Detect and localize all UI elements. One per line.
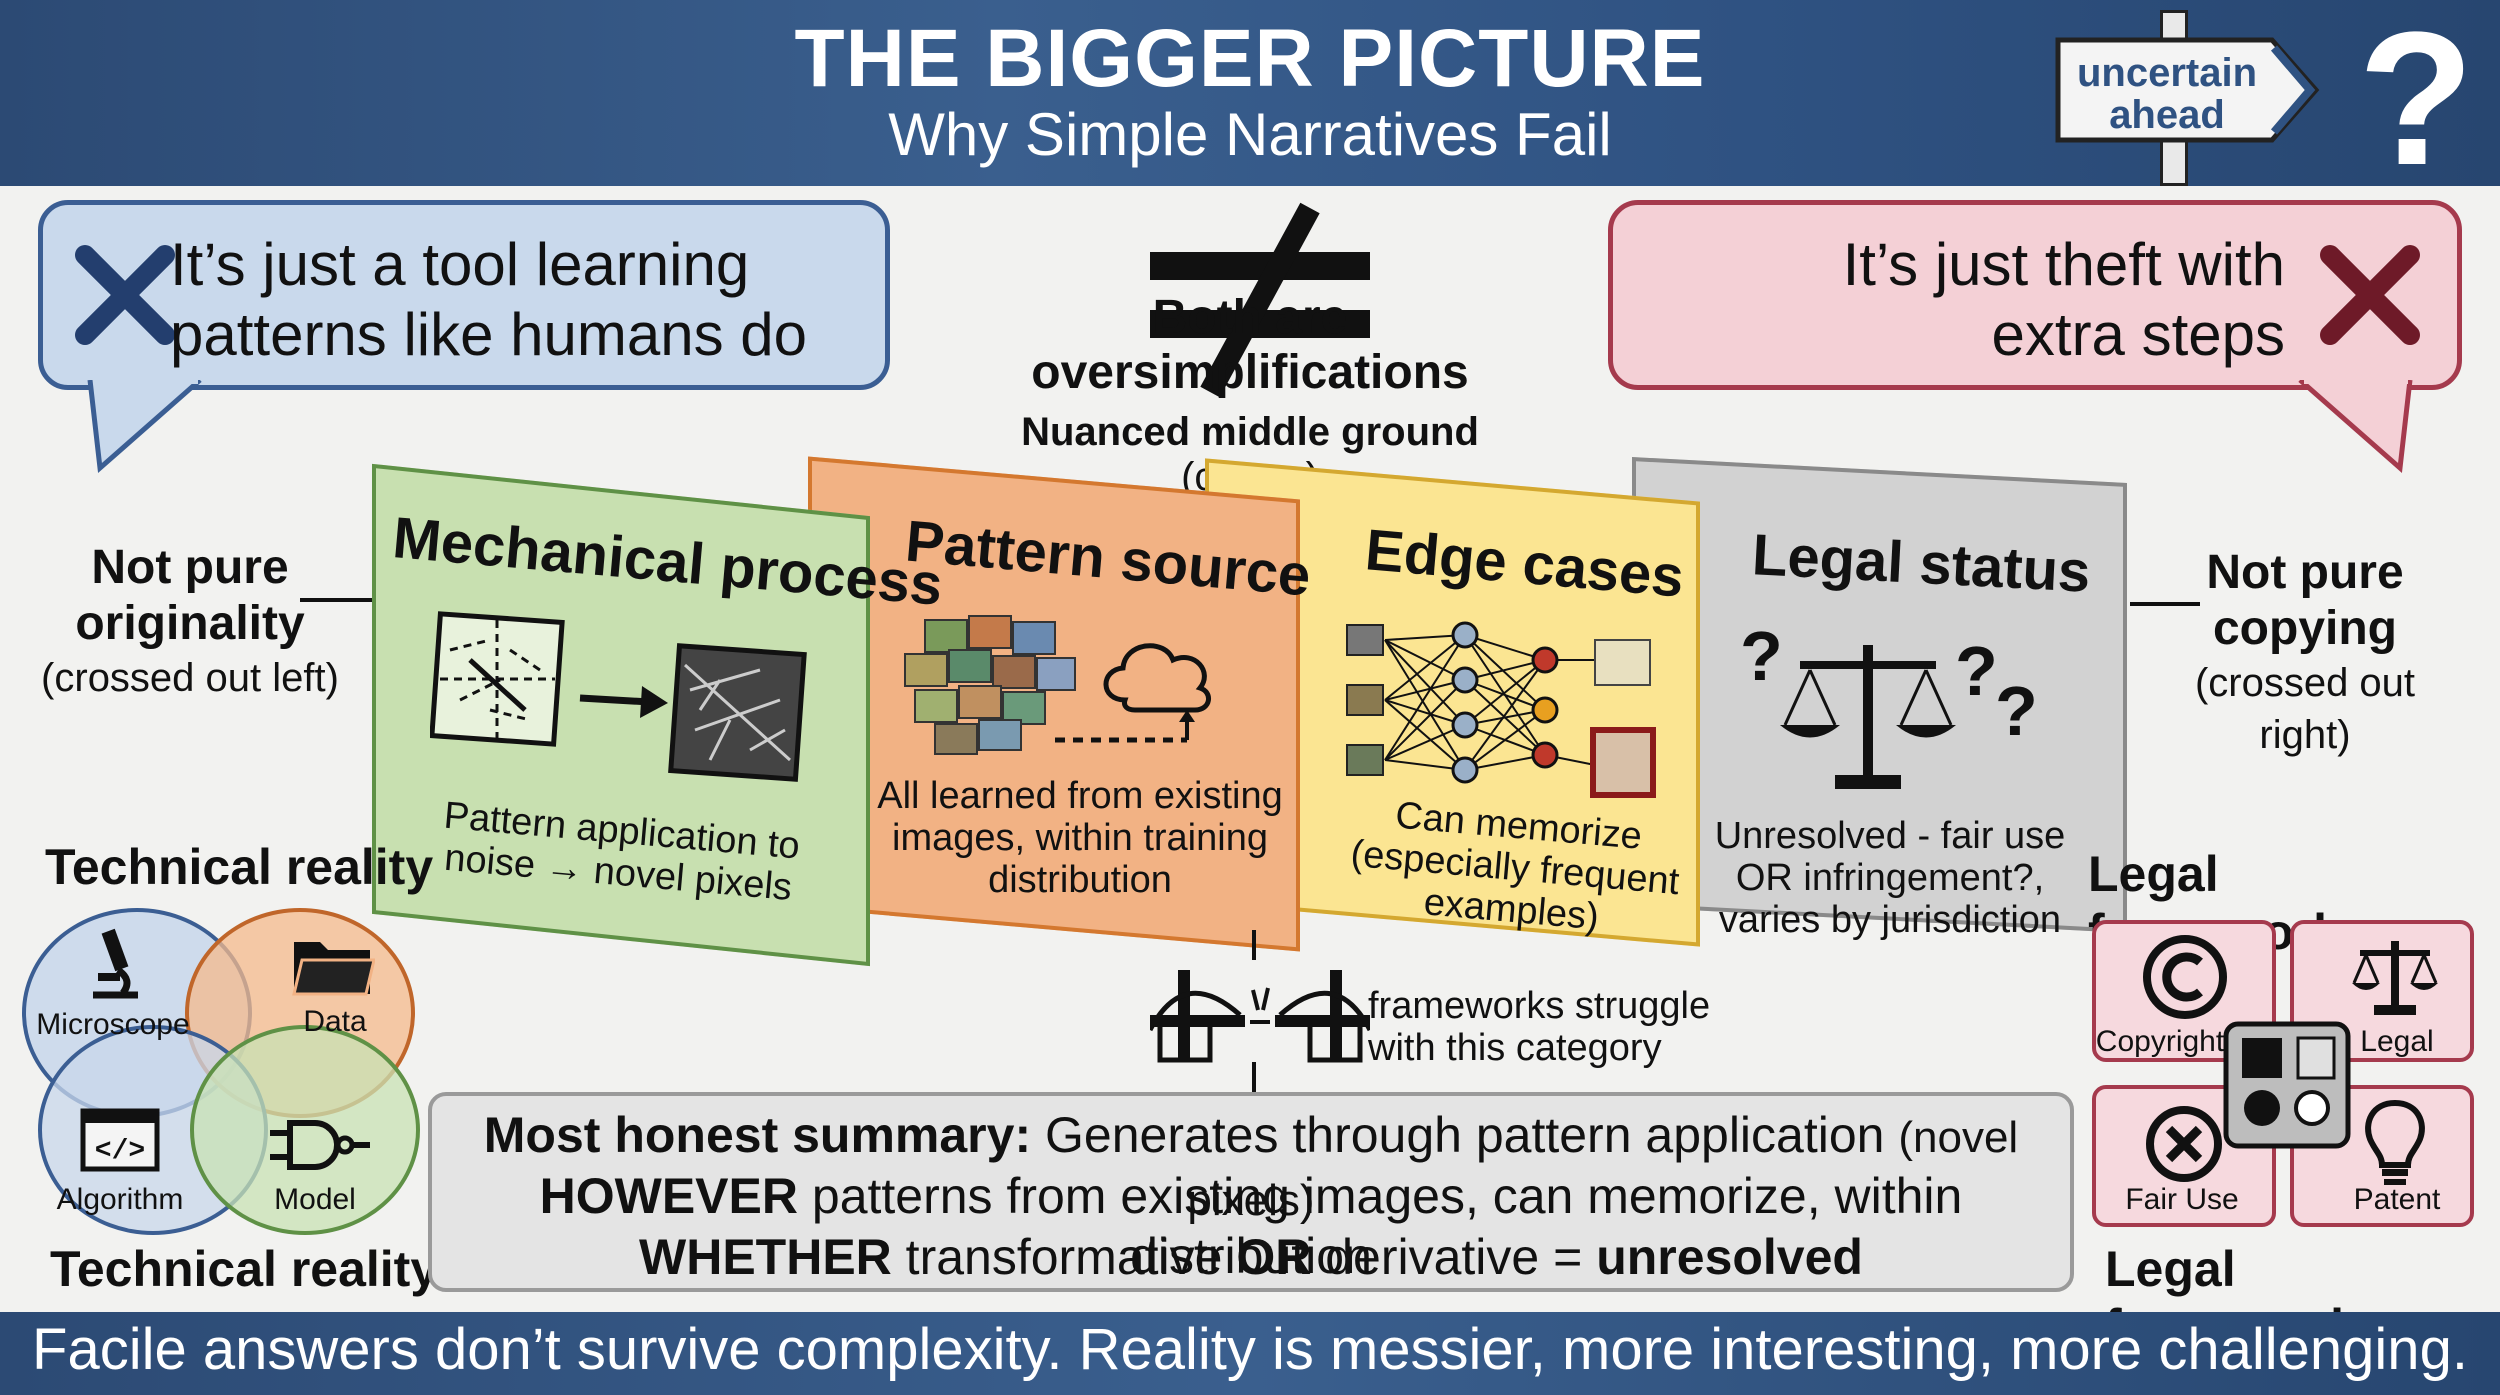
legal-label-copyright: Copyright (2095, 1025, 2225, 1058)
note-left-line1: Not pure (91, 541, 289, 594)
bridge-note: frameworks struggle with this category (1368, 985, 1710, 1069)
domino-switch-icon (2223, 1021, 2351, 1149)
bubble-left-line2: patterns like humans do (170, 301, 808, 368)
bridge-line1: frameworks struggle (1368, 985, 1711, 1027)
bubble-right-tail (2298, 380, 2413, 474)
legal-label-fair-use: Fair Use (2125, 1183, 2239, 1216)
legal-scales-icon (2352, 941, 2438, 1015)
nuanced-bold: Nuanced middle ground (1021, 410, 1479, 454)
note-left-connector (300, 598, 372, 602)
microscope-icon (93, 928, 138, 999)
copyright-icon (2143, 935, 2227, 1019)
footer-banner (0, 1312, 2500, 1395)
legal-cell-fair-use (2092, 1085, 2276, 1227)
bubble-left-tail (87, 380, 202, 474)
page-subtitle: Why Simple Narratives Fail (888, 101, 1612, 168)
speech-bubble-right (1608, 200, 2462, 390)
svg-text:?: ? (1740, 625, 1783, 695)
folder-icon (292, 942, 375, 996)
pattern-desc1: All learned from existing (877, 775, 1283, 817)
venn-label-algorithm: Algorithm (56, 1183, 184, 1216)
bubble-left-text: It’s just a tool learning patterns like … (170, 230, 870, 370)
legal-desc2: OR infringement?, (1735, 857, 2045, 899)
lightbulb-icon (2365, 1099, 2425, 1185)
oversimplifications-note: Both are oversimplifications (960, 290, 1540, 400)
svg-text:?: ? (1955, 632, 1998, 710)
pattern-desc3: distribution (988, 859, 1172, 901)
legal-label-patent: Patent (2353, 1183, 2441, 1216)
legal-label-legal: Legal (2360, 1025, 2434, 1058)
panel-desc-legal: Unresolved - fair use OR infringement?, … (1690, 815, 2090, 941)
note-right-sub: (crossed out right) (2194, 661, 2416, 757)
note-right-line1: Not pure (2206, 546, 2404, 599)
legal-cell-copyright (2092, 920, 2276, 1062)
code-window-icon: </> (80, 1108, 160, 1172)
broken-bridge-icon (1150, 970, 1370, 1063)
bubble-right-text: It’s just theft with extra steps (1700, 230, 2285, 370)
summary-l3-mid1: transformative (891, 1229, 1237, 1285)
note-right: Not pure copying (crossed out right) (2145, 545, 2465, 761)
sign-line1: uncertain (2077, 51, 2257, 95)
summary-l1-rest: Generates through pattern application (1031, 1107, 1899, 1163)
bubble-left-line1: It’s just a tool learning (170, 231, 750, 298)
legal-desc1: Unresolved - fair use (1714, 815, 2066, 857)
panel-desc-pattern: All learned from existing images, within… (855, 775, 1305, 901)
logic-gate-icon (270, 1120, 370, 1170)
summary-line3: WHETHER transformative OR derivative = u… (428, 1227, 2074, 1287)
legal-desc3: varies by jurisdiction (1718, 899, 2062, 941)
note-left-sub: (crossed out left) (41, 656, 339, 700)
uncertain-ahead-sign-icon: uncertain ahead (2055, 37, 2320, 143)
summary-l3-bold2: OR (1236, 1229, 1312, 1285)
bridge-connector-top (1252, 930, 1256, 960)
pattern-desc2: images, within training (892, 817, 1268, 859)
neural-network-icon (1346, 621, 1656, 798)
summary-l2-bold: HOWEVER (539, 1168, 798, 1224)
footer-text: Facile answers don’t survive complexity.… (32, 1317, 2468, 1382)
venn-label-data: Data (303, 1005, 367, 1038)
summary-l2-rest: patterns from existing images, can memor… (798, 1168, 1963, 1284)
note-left-line2: originality (75, 597, 305, 650)
speech-bubble-left (38, 200, 890, 390)
summary-l3-mid2: derivative = (1311, 1229, 1597, 1285)
bridge-connector-bottom (1252, 1062, 1256, 1094)
bridge-line2: with this category (1368, 1027, 1662, 1069)
summary-line1: Most honest summary: Generates through p… (428, 1105, 2074, 1231)
scales-of-justice-icon: ? ? ? (1740, 625, 2038, 789)
noise-to-pixels-icon (430, 611, 807, 782)
both-prefix: Both are (1152, 291, 1348, 344)
summary-line2: HOWEVER patterns from existing images, c… (428, 1166, 2074, 1286)
fair-use-cross-icon (2146, 1106, 2222, 1182)
bubble-right-line1: It’s just theft with (1842, 231, 2285, 298)
summary-l1-small: (novel pixels) (1187, 1113, 2019, 1225)
summary-box (428, 1092, 2074, 1292)
technical-reality-label-top: Technical reality (45, 839, 434, 895)
svg-text:?: ? (1995, 672, 2038, 750)
sign-line2: ahead (2109, 93, 2225, 137)
bubble-right-line2: extra steps (1991, 301, 2285, 368)
not-equal-icon (1150, 202, 1370, 398)
summary-l3-bold1: WHETHER (639, 1229, 892, 1285)
venn-label-microscope: Microscope (36, 1008, 190, 1041)
svg-text:</>: </> (95, 1136, 145, 1167)
page-title: THE BIGGER PICTURE (794, 13, 1706, 104)
summary-l3-bold3: unresolved (1596, 1229, 1863, 1285)
note-left: Not pure originality (crossed out left) (40, 540, 340, 704)
cross-red-icon (2320, 245, 2420, 345)
technical-reality-label-bottom: Technical reality (50, 1241, 439, 1297)
both-word: oversimplifications (1031, 346, 1469, 399)
venn-label-model: Model (274, 1183, 356, 1216)
question-mark-icon: ? (2358, 0, 2475, 205)
cross-blue-icon (75, 245, 175, 345)
image-collection-icon (904, 615, 1211, 755)
venn-model-circle (190, 1025, 420, 1235)
note-right-line2: copying (2212, 602, 2397, 655)
summary-l1-bold: Most honest summary: (483, 1107, 1032, 1163)
note-right-connector (2130, 602, 2200, 606)
